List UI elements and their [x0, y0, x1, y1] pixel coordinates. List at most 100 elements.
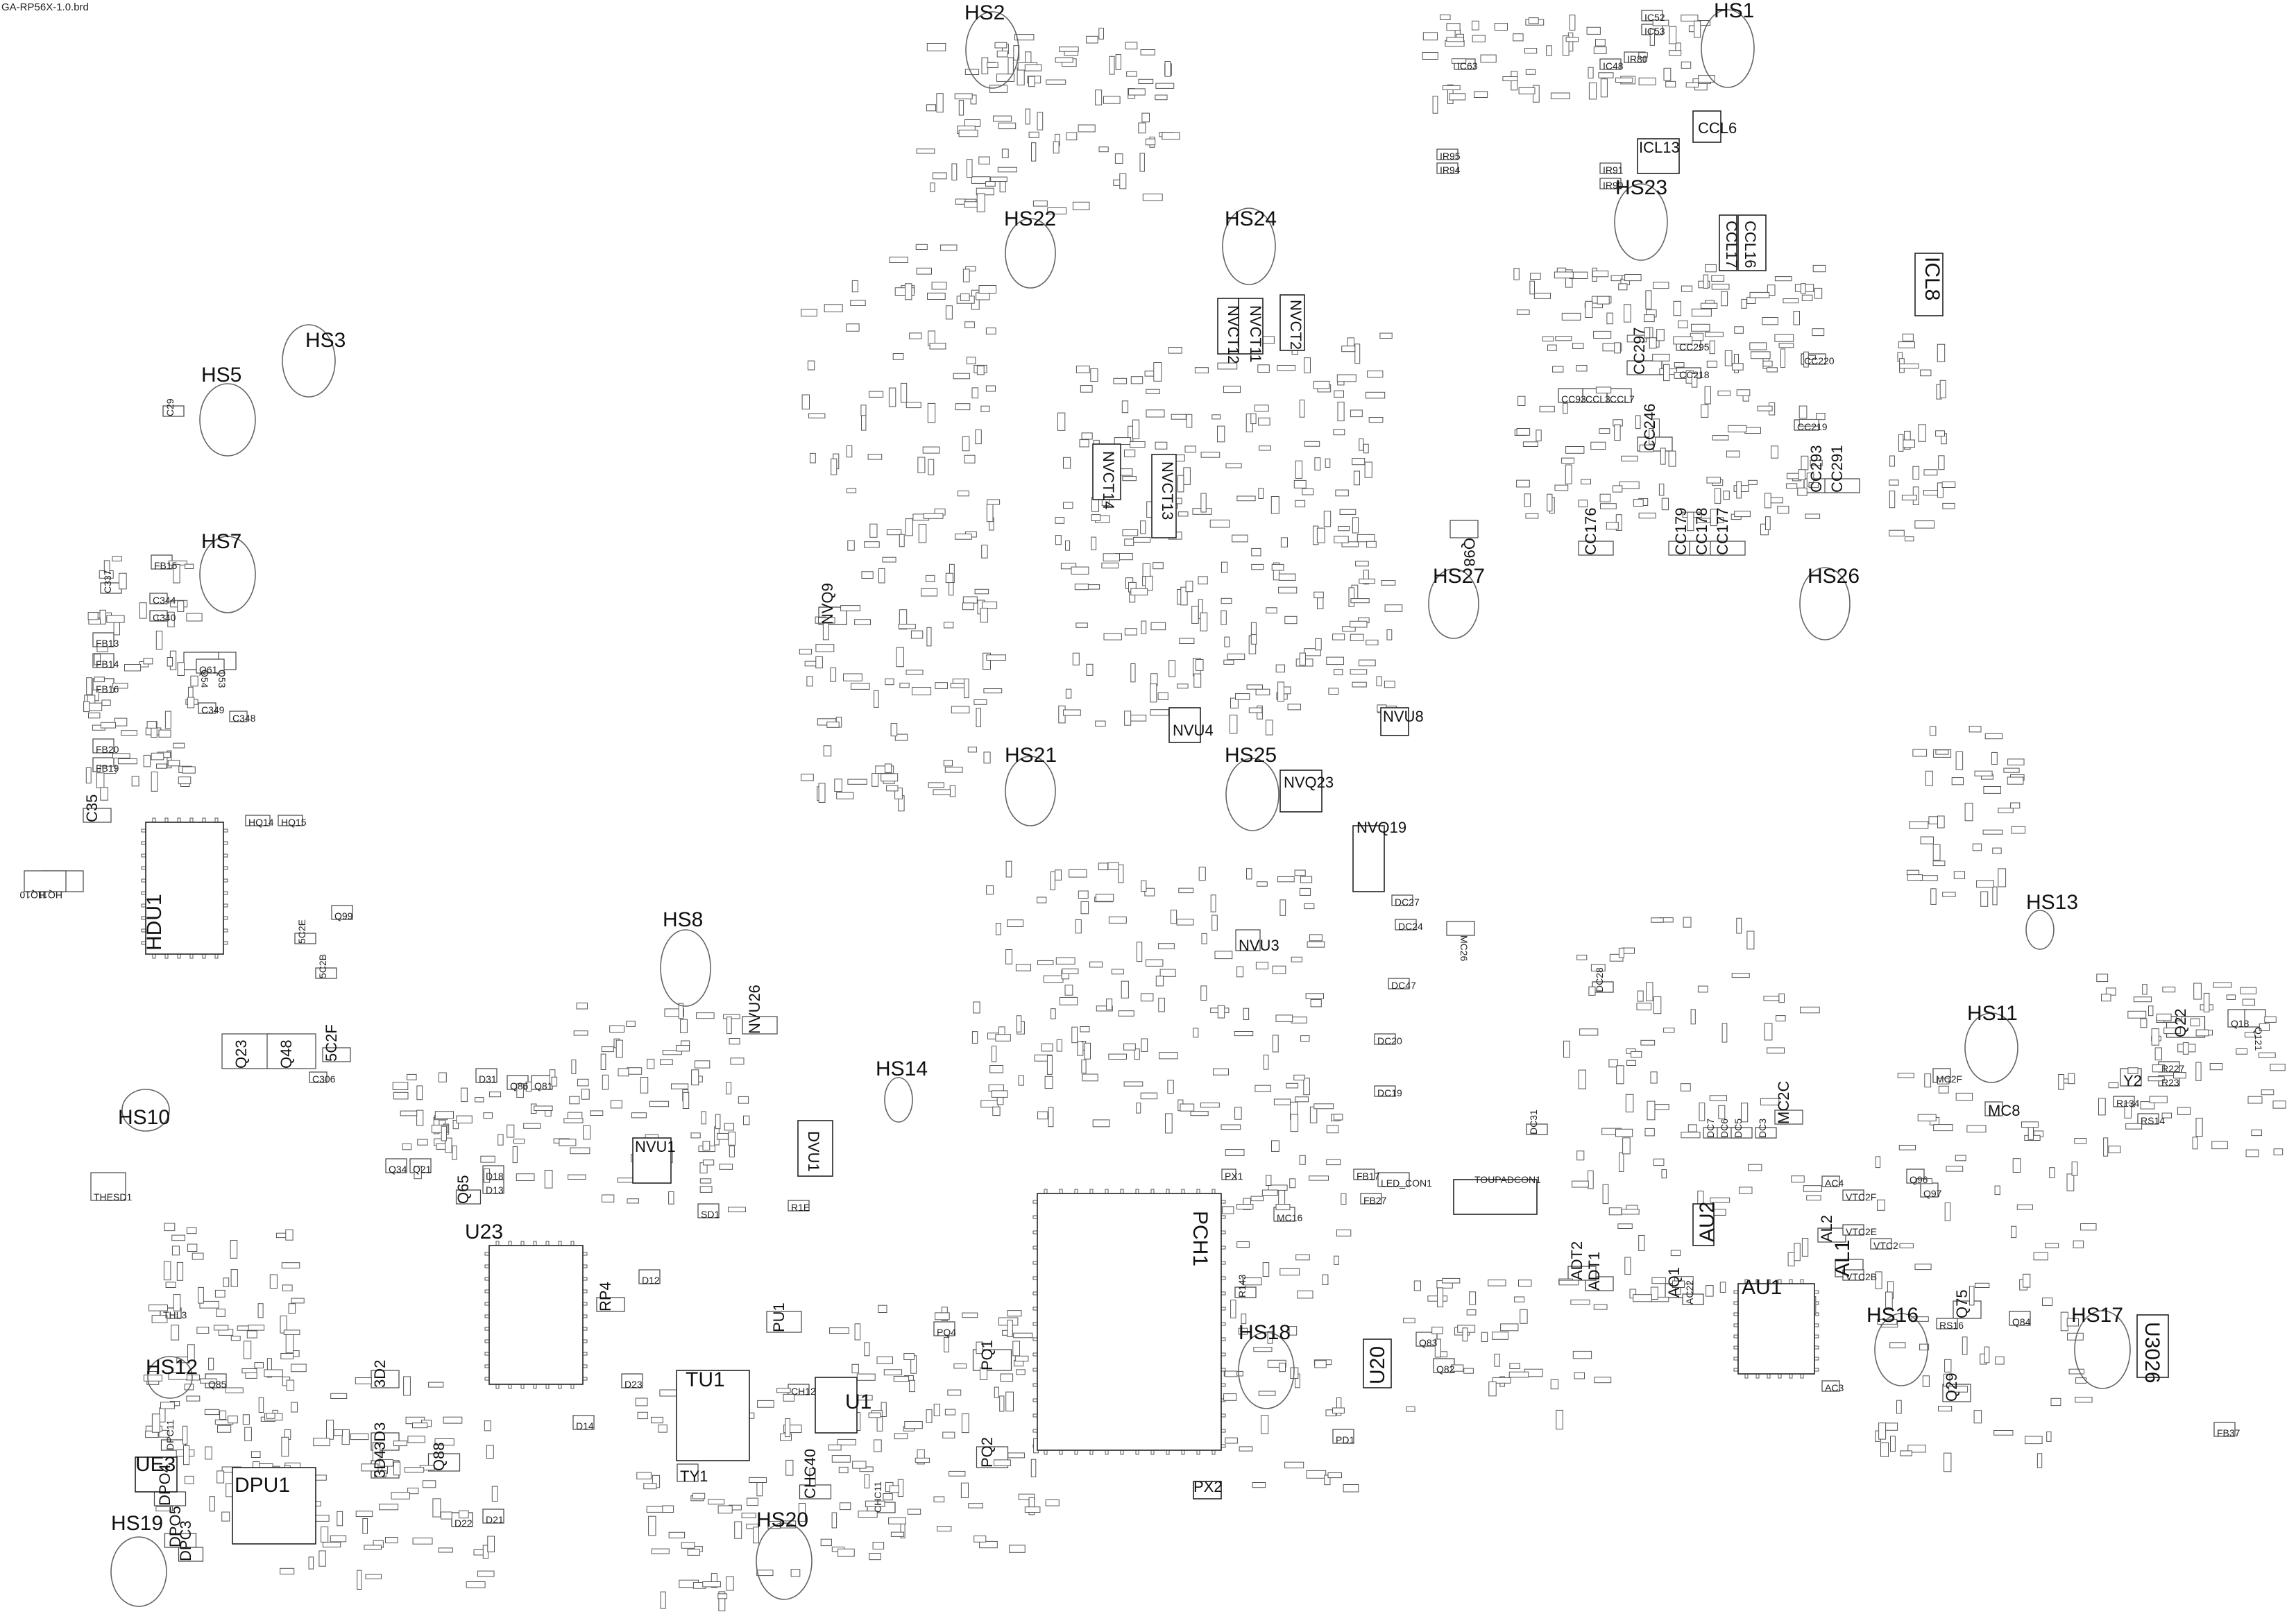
- ic-outline-nvct12: [1217, 298, 1239, 355]
- footprint: [1360, 1193, 1382, 1205]
- refdes-label: DC3: [1757, 1119, 1768, 1138]
- refdes-label: FB19: [96, 763, 119, 774]
- footprint: [229, 711, 248, 722]
- heatsink-hs5: [199, 383, 256, 457]
- refdes-label: Q18: [2231, 1018, 2250, 1029]
- ic-outline-dvu1: [797, 1120, 833, 1177]
- refdes-label: CC291: [1828, 445, 1846, 493]
- footprint: [83, 808, 112, 823]
- footprint: [1374, 1033, 1396, 1045]
- footprint: [2213, 1422, 2236, 1437]
- refdes-label: DC19: [1377, 1087, 1402, 1098]
- footprint: [221, 1033, 271, 1069]
- ic-outline-nvq19: [1352, 825, 1385, 892]
- refdes-label: TOUPADCON1: [1474, 1174, 1541, 1185]
- refdes-label: CC179: [1672, 508, 1690, 555]
- footprint: [1436, 148, 1459, 160]
- refdes-label: CC293: [1808, 445, 1825, 493]
- refdes-label: UE3: [135, 1453, 176, 1476]
- heatsink-hs18: [1238, 1332, 1295, 1409]
- heatsink-label: HS24: [1225, 207, 1277, 230]
- refdes-label: D31: [479, 1073, 497, 1085]
- footprint: [309, 1071, 328, 1083]
- heatsink-hs23: [1614, 183, 1668, 261]
- footprint: [278, 815, 303, 826]
- heatsink-label: HS17: [2071, 1304, 2123, 1327]
- footprint: [162, 405, 185, 417]
- refdes-label: RS14: [2141, 1115, 2165, 1126]
- ic-outline-ue3: [135, 1456, 178, 1493]
- refdes-label: CH12: [791, 1386, 816, 1397]
- refdes-label: C348: [232, 713, 256, 724]
- refdes-label: NVQ23: [1284, 774, 1334, 791]
- footprint: [160, 1439, 187, 1451]
- heatsink-hs16: [1874, 1313, 1928, 1386]
- heatsink-label: HS2: [964, 1, 1005, 24]
- refdes-label: CC295: [1679, 341, 1710, 352]
- footprint-filler-layer: [24, 10, 2286, 1612]
- ic-outline-nvct13: [1151, 454, 1177, 538]
- refdes-label: PQ1: [978, 1340, 996, 1370]
- refdes-label: PX1: [1225, 1171, 1243, 1182]
- heatsink-label: HS10: [118, 1106, 170, 1129]
- footprint: [385, 1158, 407, 1173]
- heatsink-label: HS19: [111, 1512, 163, 1535]
- refdes-label: CHC40: [801, 1449, 819, 1499]
- heatsink-hs7: [199, 536, 256, 613]
- refdes-label: D18: [486, 1171, 504, 1182]
- refdes-label: 3D2: [371, 1360, 389, 1388]
- refdes-label: Q83: [1419, 1337, 1438, 1348]
- heatsink-hs21: [1005, 756, 1056, 826]
- refdes-label: Q54: [199, 670, 210, 688]
- refdes-label: CC176: [1582, 508, 1599, 555]
- refdes-label: MC26: [1459, 935, 1470, 962]
- footprint: [2137, 1113, 2159, 1125]
- footprint: [1682, 1293, 1704, 1305]
- refdes-label: 3D4: [371, 1450, 389, 1478]
- refdes-label: RP4: [597, 1282, 614, 1311]
- refdes-label: DPC11: [164, 1420, 176, 1450]
- refdes-label: PU1: [770, 1302, 788, 1332]
- refdes-label: D13: [486, 1184, 504, 1196]
- refdes-label: LED_CON1: [1381, 1178, 1432, 1189]
- footprint: [596, 1297, 625, 1312]
- refdes-label: AU2: [1696, 1202, 1719, 1242]
- refdes-label: IC63: [1457, 60, 1478, 71]
- refdes-label: Y2: [2123, 1072, 2142, 1089]
- refdes-label: HQ11: [37, 890, 62, 901]
- refdes-label: DPC3: [177, 1520, 194, 1561]
- refdes-label: FB16: [96, 683, 119, 695]
- footprint: [455, 1189, 482, 1205]
- footprint: [1526, 1123, 1548, 1135]
- refdes-label: Q86: [510, 1080, 529, 1091]
- refdes-label: Q53: [216, 670, 228, 688]
- footprint: [788, 1200, 810, 1212]
- refdes-label: AL1: [1831, 1240, 1854, 1277]
- ic-outline-ccl16: [1737, 214, 1767, 271]
- heatsink-hs25: [1225, 758, 1279, 831]
- refdes-label: 3D3: [371, 1422, 389, 1450]
- refdes-label: PQ2: [978, 1437, 996, 1468]
- footprint: [196, 658, 225, 674]
- refdes-label: C29: [164, 398, 176, 416]
- refdes-label: IR95: [1440, 151, 1461, 162]
- refdes-label: PX2: [1193, 1478, 1223, 1495]
- ic-outline-dpu1: [232, 1467, 316, 1545]
- refdes-label: MC2C: [1775, 1081, 1792, 1124]
- refdes-label: MC2F: [1936, 1073, 1962, 1085]
- footprint: [1446, 921, 1475, 936]
- footprint: [331, 905, 353, 920]
- footprint: [1821, 1175, 1840, 1187]
- refdes-label: D14: [576, 1420, 594, 1431]
- refdes-label: CCL17: [1723, 221, 1740, 268]
- refdes-label: DVU1: [805, 1131, 822, 1172]
- footprint: [1641, 10, 1663, 22]
- refdes-label: C349: [201, 704, 225, 715]
- ic-outline-au1: [1737, 1283, 1815, 1375]
- heatsink-label: HS23: [1615, 176, 1667, 199]
- refdes-label: VTC2E: [1846, 1226, 1877, 1237]
- refdes-label: R227: [2161, 1063, 2185, 1074]
- refdes-label: C35: [83, 794, 101, 822]
- heatsink-label: HS13: [2026, 891, 2078, 914]
- ic-outline-nvu1: [632, 1137, 672, 1184]
